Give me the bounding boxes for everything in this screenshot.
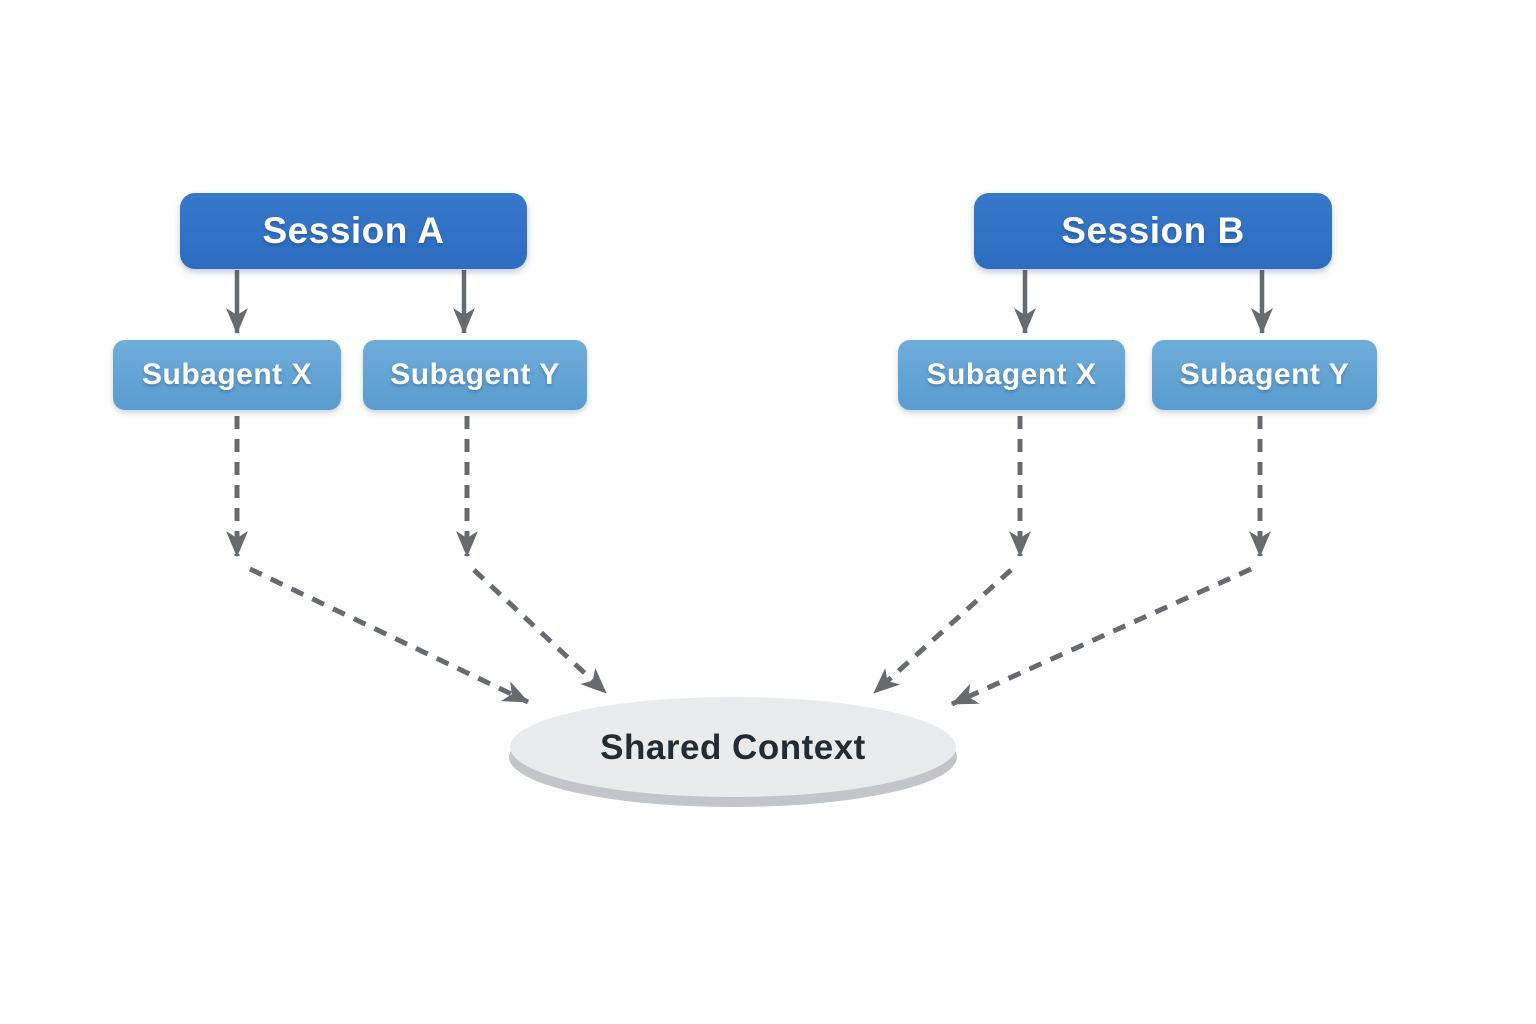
subagent-x-a-box: Subagent X bbox=[113, 340, 341, 410]
subagent-y-b-box: Subagent Y bbox=[1152, 340, 1377, 410]
subagent-x-b-box: Subagent X bbox=[898, 340, 1125, 410]
dashed-arrow-subagent-y-b-to-shared-context bbox=[950, 566, 1253, 707]
subagent-x-b-label: Subagent X bbox=[926, 358, 1097, 391]
session-b-label: Session B bbox=[1061, 210, 1245, 251]
session-a-label: Session A bbox=[262, 210, 445, 251]
subagent-y-b-label: Subagent Y bbox=[1179, 358, 1350, 391]
dashed-arrow-subagent-y-a-to-shared-context bbox=[472, 568, 608, 695]
dashed-arrow-subagent-x-a-to-shared-context bbox=[248, 566, 530, 705]
session-b-box: Session B bbox=[974, 193, 1332, 269]
subagent-y-a-box: Subagent Y bbox=[363, 340, 587, 410]
shared-context-ellipse bbox=[510, 697, 956, 797]
shared-context-label: Shared Context bbox=[600, 728, 866, 767]
subagent-y-a-label: Subagent Y bbox=[390, 358, 560, 391]
subagent-x-a-label: Subagent X bbox=[141, 358, 312, 391]
session-a-box: Session A bbox=[180, 193, 527, 269]
dashed-arrow-subagent-x-b-to-shared-context bbox=[872, 568, 1013, 695]
